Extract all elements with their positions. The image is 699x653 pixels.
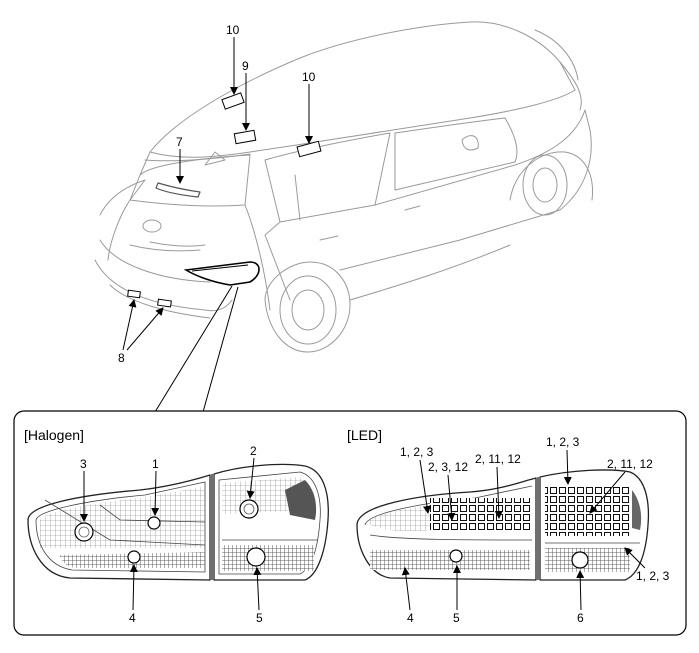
led-callout-1-2-3-top: 1, 2, 3 <box>546 435 580 449</box>
led-callout-6: 6 <box>577 611 584 625</box>
reflector-left <box>127 289 141 299</box>
rear-combination-lamp-outline <box>183 261 260 286</box>
callout-10-left: 10 <box>226 23 240 37</box>
roof-marker-9 <box>233 129 257 145</box>
led-callout-2-11-12-right: 2, 11, 12 <box>607 457 653 471</box>
led-section-title: [LED] <box>347 427 382 443</box>
halogen-callout-3: 3 <box>80 457 87 471</box>
led-callout-4: 4 <box>407 611 414 625</box>
led-tail-lamp <box>356 469 650 581</box>
car-body-outline <box>94 21 594 353</box>
halogen-tail-lamp <box>27 463 329 581</box>
led-callout-2-11-12-center: 2, 11, 12 <box>475 452 521 466</box>
roof-marker-10a <box>221 92 245 110</box>
halogen-callout-4: 4 <box>129 611 136 625</box>
halogen-callout-5: 5 <box>256 611 263 625</box>
high-mount-stop-lamp <box>155 182 201 198</box>
detail-leader-left <box>154 285 233 413</box>
halogen-section-title: [Halogen] <box>24 427 84 443</box>
led-callout-1-2-3-left: 1, 2, 3 <box>400 445 434 459</box>
led-callout-5: 5 <box>453 611 460 625</box>
callout-10-right: 10 <box>302 70 316 84</box>
callout-7: 7 <box>176 135 183 149</box>
led-callout-1-2-3-bottom: 1, 2, 3 <box>636 569 670 583</box>
led-callout-2-3-12: 2, 3, 12 <box>428 460 468 474</box>
halogen-callout-2: 2 <box>250 444 257 458</box>
callout-9: 9 <box>242 59 249 73</box>
detail-leader-right <box>202 286 239 413</box>
roof-marker-10b <box>296 140 322 158</box>
reflector-right <box>157 298 172 308</box>
halogen-callout-1: 1 <box>152 457 159 471</box>
callout-8: 8 <box>118 351 125 365</box>
